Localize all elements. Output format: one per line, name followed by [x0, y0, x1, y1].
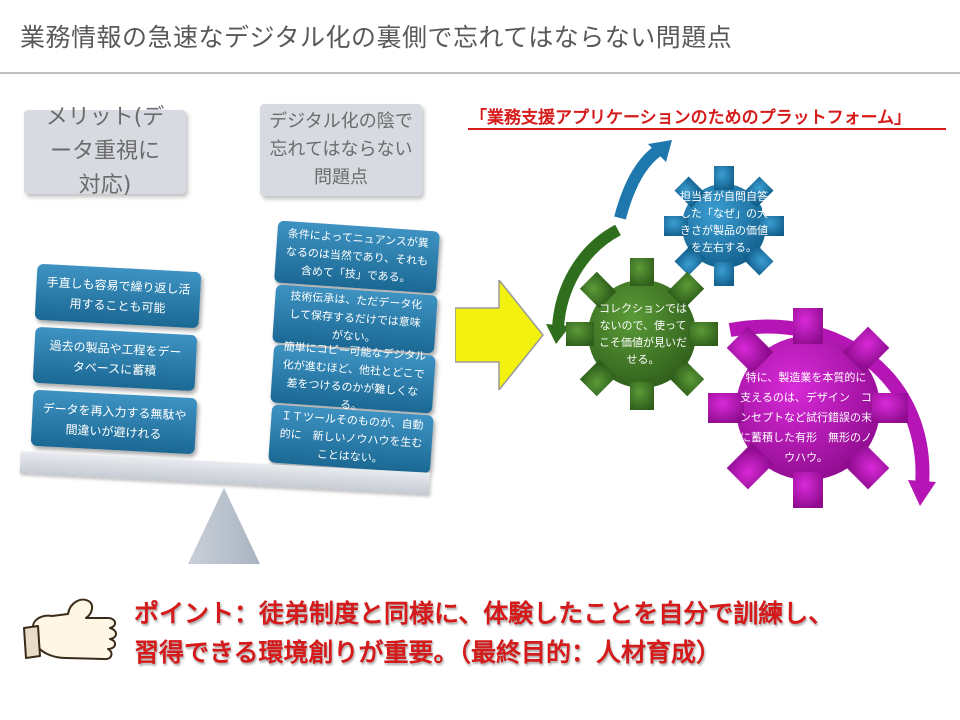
title-divider: [0, 72, 960, 74]
platform-heading: 「業務支援アプリケーションのためのプラットフォーム」: [470, 108, 912, 128]
gear-icon-blue: [664, 166, 784, 286]
fulcrum-triangle: [188, 488, 260, 564]
merit-box-3: データを再入力する無駄や間違いが避けれる: [30, 389, 198, 455]
thumbs-up-icon: [23, 598, 117, 661]
merit-box-3-text: データを再入力する無駄や間違いが避けれる: [42, 401, 187, 442]
point-line-2: 習得できる環境創りが重要。（最終目的：人材育成）: [134, 638, 722, 667]
merit-label-text: メリット(データ重視に対応): [45, 105, 165, 198]
point-message: ポイント：徒弟制度と同様に、体験したことを自分で訓練し、 習得できる環境創りが重…: [134, 594, 833, 672]
magenta-gear-text: 特に、製造業を本質的に 支えるのは、デザイン コンセプトなど試行錯誤の末に蓄積し…: [740, 371, 878, 464]
gear-icon-green: [566, 258, 718, 410]
gear-cycle-diagram: [546, 140, 936, 508]
merit-box-1: 手直しも容易で繰り返し活用することも可能: [34, 263, 202, 329]
gear-icon-magenta: [708, 308, 908, 508]
problem-box-3: 簡単にコピー可能なデジタル化が進むほど、他社とどこで差をつけるのかが難しくなる。: [270, 340, 436, 414]
blue-gear-text: 担当者が自問自答した「なぜ」の大きさが製品の価値を左右する。: [680, 190, 768, 254]
platform-heading-underline: [468, 128, 946, 130]
merit-box-2: 過去の製品や工程をデータベースに蓄積: [32, 326, 198, 392]
hidden-problems-label: デジタル化の陰で忘れてはならない問題点: [260, 104, 422, 196]
merit-label: メリット(データ重視に対応): [24, 105, 186, 198]
green-gear-text: コレクションではないので、使ってこそ価値が見いだせる。: [599, 302, 687, 366]
problem-box-4-text: ＩＴツールそのものが、自動的に 新しいノウハウを生むことはない。: [279, 409, 424, 466]
page-title: 業務情報の急速なデジタル化の裏側で忘れてはならない問題点: [20, 23, 733, 52]
problem-box-1-text: 条件によってニュアンスが異なるのは当然であり、それも含めて「技」である。: [285, 227, 430, 285]
merit-box-1-text: 手直しも容易で繰り返し活用することも可能: [46, 275, 191, 316]
hidden-problems-label-text: デジタル化の陰で忘れてはならない問題点: [269, 111, 413, 188]
merit-box-2-text: 過去の製品や工程をデータベースに蓄積: [49, 338, 182, 379]
right-arrow-icon: [455, 280, 544, 390]
point-line-1: ポイント：徒弟制度と同様に、体験したことを自分で訓練し、: [134, 599, 834, 628]
problem-box-4: ＩＴツールそのものが、自動的に 新しいノウハウを生むことはない。: [268, 404, 434, 474]
problem-box-1: 条件によってニュアンスが異なるのは当然であり、それも含めて「技」である。: [274, 220, 440, 294]
